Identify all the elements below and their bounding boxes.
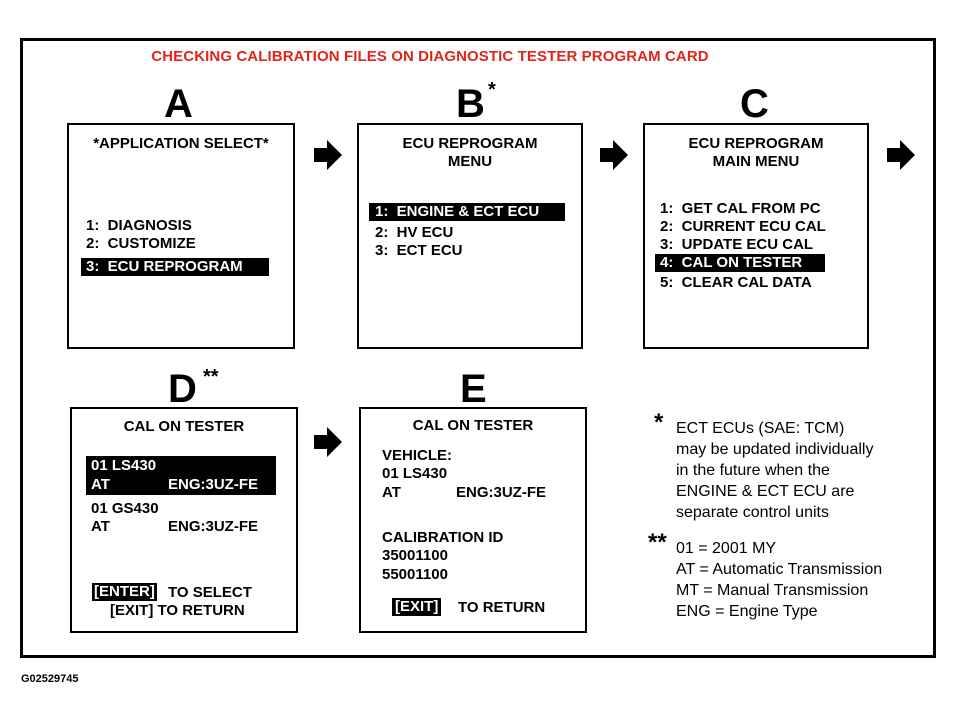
screen-e-letter: E [460,367,487,411]
note-double-line-1: 01 = 2001 MY [676,540,777,557]
screen-e-header: CAL ON TESTER [412,417,534,434]
screen-b-item-1-selected: 1: ENGINE & ECT ECU [369,203,565,221]
screen-b-header-1: ECU REPROGRAM [402,135,538,152]
note-single-line-4: ENGINE & ECT ECU are [676,483,855,500]
screen-e: CAL ON TESTER VEHICLE: 01 LS430 AT ENG:3… [359,407,587,633]
screen-e-calibration-id-2: 55001100 [382,566,448,583]
note-single-line-5: separate control units [676,504,829,521]
screen-d-entry-2-model: 01 GS430 [91,500,159,517]
screen-d-letter: D [168,367,197,411]
screen-c-header-1: ECU REPROGRAM [688,135,824,152]
screen-c-item-1: 1: GET CAL FROM PC [660,200,821,217]
screen-d-entry-1-model: 01 LS430 [91,457,157,474]
exit-key: [EXIT] [392,598,442,616]
note-double-line-2: AT = Automatic Transmission [676,561,883,578]
screen-d-footnote-mark: ** [203,366,219,388]
screen-a-letter: A [164,82,193,126]
diagram-title: CHECKING CALIBRATION FILES ON DIAGNOSTIC… [151,48,709,65]
screen-b: ECU REPROGRAM MENU 1: ENGINE & ECT ECU 2… [357,123,583,349]
note-double-asterisk: ** [648,529,667,556]
screen-d-exit-line: [EXIT] TO RETURN [110,602,245,619]
right-block-arrow-icon [314,427,342,457]
right-block-arrow-icon [887,140,915,170]
screen-c-item-2: 2: CURRENT ECU CAL [660,218,826,235]
screen-e-vehicle-label: VEHICLE: [382,447,453,464]
screen-a-item-3-selected: 3: ECU REPROGRAM [81,258,269,276]
note-single-line-3: in the future when the [676,462,830,479]
screen-d: CAL ON TESTER 01 LS430 AT ENG:3UZ-FE 01 … [70,407,298,633]
screen-b-letter: B [456,82,485,126]
screen-c: ECU REPROGRAM MAIN MENU 1: GET CAL FROM … [643,123,869,349]
screen-e-calibration-label: CALIBRATION ID [382,529,504,546]
figure-code: G02529745 [21,673,79,685]
screen-b-footnote-mark: * [488,79,496,101]
screen-d-entry-1-trans: AT [91,476,110,493]
screen-d-enter-text: TO SELECT [168,584,252,601]
screen-e-vehicle-trans: AT [382,484,401,501]
note-single-asterisk: * [654,409,664,436]
screen-d-header: CAL ON TESTER [123,418,245,435]
screen-d-entry-2-engine: ENG:3UZ-FE [168,518,258,535]
diagram-frame [20,38,936,658]
screen-c-header-2: MAIN MENU [712,153,800,170]
screen-b-header-2: MENU [447,153,493,170]
screen-a-item-1: 1: DIAGNOSIS [86,217,192,234]
screen-a-item-2: 2: CUSTOMIZE [86,235,196,252]
right-block-arrow-icon [600,140,628,170]
screen-d-entry-1-selected: 01 LS430 AT ENG:3UZ-FE [86,456,276,495]
screen-e-exit-text: TO RETURN [458,599,546,616]
screen-e-vehicle-model: 01 LS430 [382,465,448,482]
screen-c-item-4-selected: 4: CAL ON TESTER [655,254,825,272]
screen-a: *APPLICATION SELECT* 1: DIAGNOSIS 2: CUS… [67,123,295,349]
screen-e-vehicle-engine: ENG:3UZ-FE [456,484,546,501]
screen-b-item-2: 2: HV ECU [375,224,454,241]
screen-d-entry-1-engine: ENG:3UZ-FE [168,476,258,493]
note-double-line-3: MT = Manual Transmission [676,582,869,599]
screen-b-item-3: 3: ECT ECU [375,242,463,259]
screen-a-header: *APPLICATION SELECT* [93,135,269,152]
note-single-line-1: ECT ECUs (SAE: TCM) [676,420,845,437]
enter-key: [ENTER] [92,583,157,601]
note-single-line-2: may be updated individually [676,441,874,458]
note-double-line-4: ENG = Engine Type [676,603,818,620]
screen-c-item-3: 3: UPDATE ECU CAL [660,236,814,253]
right-block-arrow-icon [314,140,342,170]
screen-d-entry-2-trans: AT [91,518,110,535]
screen-e-calibration-id-1: 35001100 [382,547,448,564]
screen-c-item-5: 5: CLEAR CAL DATA [660,274,812,291]
screen-c-letter: C [740,82,769,126]
